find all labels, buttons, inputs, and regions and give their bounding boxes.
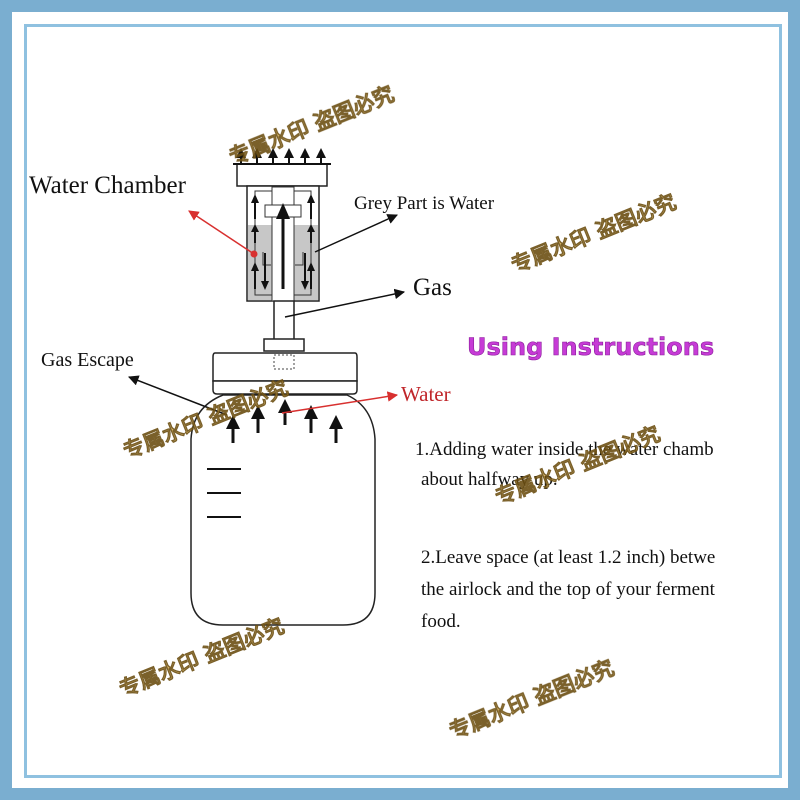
diagram-canvas: Water Chamber Grey Part is Water Gas Gas… — [24, 24, 782, 778]
watermark-6: 专属水印 盗图必究 — [446, 656, 618, 744]
label-water-chamber: Water Chamber — [29, 172, 187, 199]
instructions-heading: Using Instructions — [467, 333, 714, 361]
airlock-stem — [263, 300, 305, 352]
water-chamber — [246, 185, 320, 302]
watermarks: 专属水印 盗图必究 专属水印 盗图必究 专属水印 盗图必究 专属水印 盗图必究 … — [116, 81, 680, 744]
leader-lines — [128, 210, 406, 416]
instruction-1-line-2: about halfway up. — [421, 469, 558, 490]
instruction-2-line-2: the airlock and the top of your ferment — [421, 579, 716, 600]
jar-lid — [212, 352, 358, 395]
watermark-4: 专属水印 盗图必究 — [492, 422, 664, 510]
airlock-cap — [233, 148, 331, 187]
instructions-text: 1.Adding water inside the water chamb ab… — [415, 439, 716, 632]
watermark-5: 专属水印 盗图必究 — [116, 614, 288, 702]
airlock-diagram: Water Chamber Grey Part is Water Gas Gas… — [29, 81, 716, 744]
jar-body — [190, 394, 376, 626]
instruction-2-line-3: food. — [421, 611, 461, 632]
label-gas-escape: Gas Escape — [41, 349, 134, 371]
instruction-1-line-1: 1.Adding water inside the water chamb — [415, 439, 714, 460]
label-grey-part: Grey Part is Water — [354, 193, 495, 214]
instruction-2-line-1: 2.Leave space (at least 1.2 inch) betwe — [421, 547, 715, 568]
label-water: Water — [401, 382, 451, 406]
watermark-2: 专属水印 盗图必究 — [508, 190, 680, 278]
watermark-1: 专属水印 盗图必究 — [226, 82, 398, 170]
label-gas: Gas — [413, 274, 452, 301]
